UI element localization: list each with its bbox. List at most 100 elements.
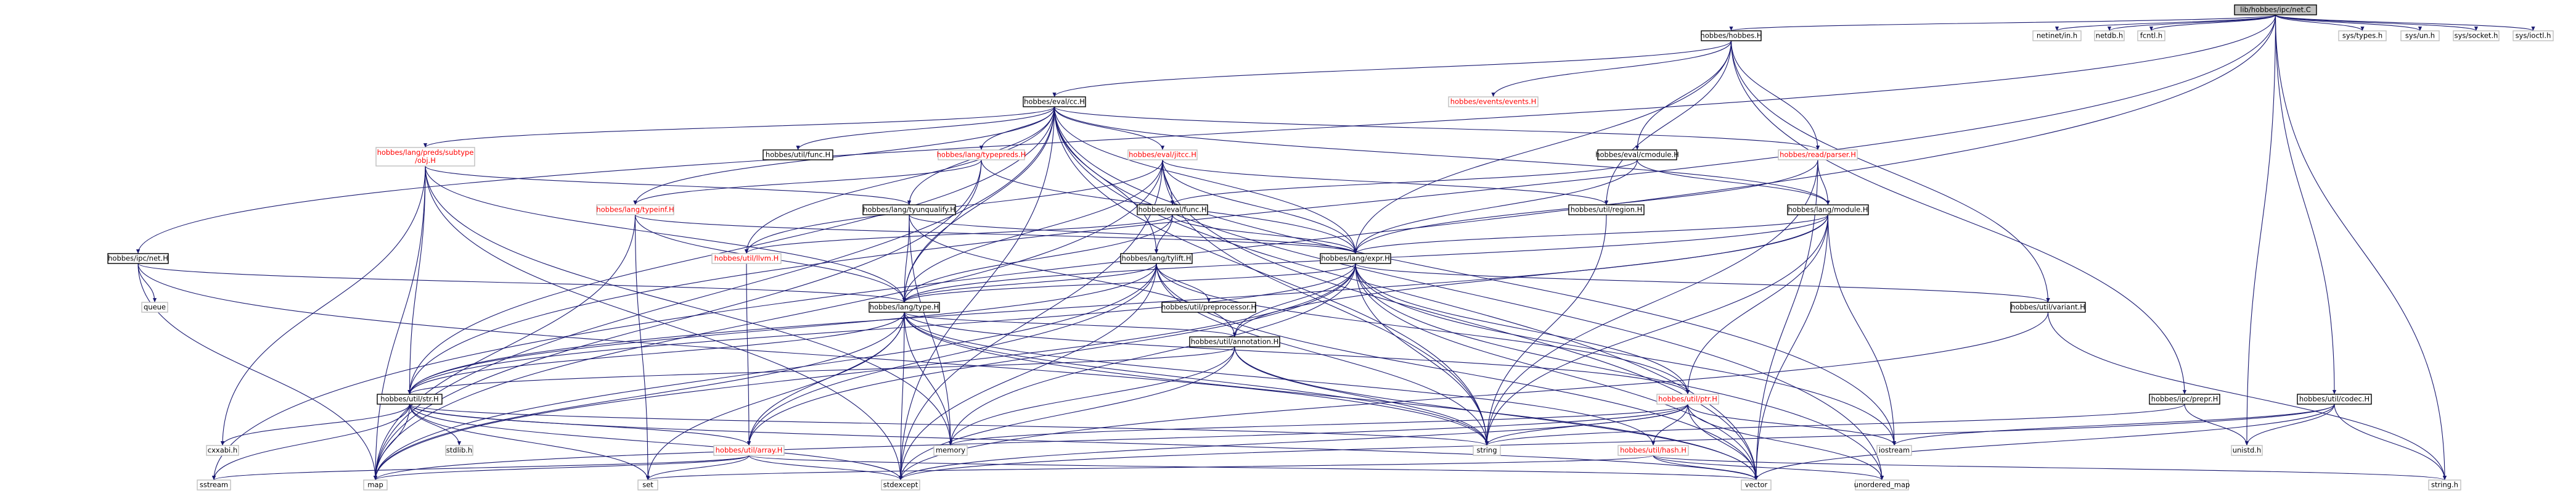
node-hobbes-lang-type-h[interactable]: hobbes/lang/type.H — [869, 302, 940, 313]
node-hobbes-eval-cc-h[interactable]: hobbes/eval/cc.H — [1023, 96, 1086, 107]
node-box — [197, 479, 231, 491]
edge-root-to-sys_ioctl — [2275, 14, 2535, 31]
node-hobbes-ipc-prepr-h[interactable]: hobbes/ipc/prepr.H — [2149, 394, 2220, 405]
edge-cc_H-to-map — [373, 106, 1055, 481]
edge-root-to-string_h — [2275, 14, 2447, 481]
node-hobbes-util-variant-h[interactable]: hobbes/util/variant.H — [2010, 302, 2086, 313]
node-hobbes-ipc-net-h[interactable]: hobbes/ipc/net.H — [107, 253, 169, 264]
node-hobbes-util-codec-h[interactable]: hobbes/util/codec.H — [2297, 394, 2372, 405]
edge-lang_type-to-string — [904, 312, 1489, 446]
edge-util_str-to-stdexcept — [409, 404, 902, 481]
node-box — [763, 149, 833, 160]
edge-tyunqualify-to-memory — [909, 214, 953, 446]
node-label: unistd.h — [2233, 446, 2262, 455]
node-label: hobbes/util/variant.H — [2011, 303, 2085, 312]
edge-typeinf-to-lang_expr — [634, 214, 1357, 254]
node-sys-un-h: sys/un.h — [2400, 30, 2440, 41]
edge-cc_H-to-util_llvm — [744, 106, 1055, 254]
edge-ipc_net-to-lang_type — [137, 263, 906, 303]
node-hobbes-lang-tylift-h[interactable]: hobbes/lang/tylift.H — [1120, 253, 1193, 264]
node-hobbes-util-hash-h[interactable]: hobbes/util/hash.H — [1617, 445, 1689, 456]
edge-lang_type-to-util_str — [407, 312, 905, 395]
edge-lang_type-to-util_ptr — [904, 312, 1690, 395]
node-lib-hobbes-ipc-net-c[interactable]: lib/hobbes/ipc/net.C — [2234, 4, 2317, 15]
edge-cc_H-to-util_func — [796, 106, 1055, 151]
node-label: hobbes/ipc/net.H — [108, 254, 168, 263]
edge-cc_H-to-lang_preds_subtype — [423, 106, 1055, 148]
node-label: hobbes/util/array.H — [716, 446, 783, 455]
edge-lang_preds_subtype-to-stdexcept — [425, 165, 903, 481]
edge-ipc_net-to-map — [137, 263, 378, 481]
node-hobbes-util-region-h[interactable]: hobbes/util/region.H — [1568, 204, 1645, 215]
node-hobbes-util-array-h[interactable]: hobbes/util/array.H — [713, 445, 785, 456]
node-box — [375, 147, 475, 167]
edge-tylift-to-lang_type — [902, 263, 1157, 303]
node-label: hobbes/lang/typeinf.H — [596, 205, 674, 214]
node-memory: memory — [933, 445, 968, 456]
node-box — [1120, 253, 1193, 264]
node-hobbes-util-ptr-h[interactable]: hobbes/util/ptr.H — [1656, 394, 1719, 405]
node-box — [2400, 30, 2440, 41]
node-box — [881, 479, 920, 491]
edge-cc_H-to-typeinf — [633, 106, 1055, 205]
node-label: fcntl.h — [2140, 31, 2162, 40]
node-box — [1023, 96, 1086, 107]
edge-lang_expr-to-util_str — [407, 263, 1356, 395]
edge-lang_module-to-util_annotation — [1232, 214, 1829, 338]
edge-util_annotation-to-util_str — [407, 346, 1235, 395]
node-hobbes-eval-func-h[interactable]: hobbes/eval/func.H — [1137, 204, 1208, 215]
node-hobbes-util-llvm-h[interactable]: hobbes/util/llvm.H — [711, 253, 782, 264]
edge-util_variant-to-stdexcept — [899, 312, 2049, 481]
edge-hobbes_H-to-cmodule — [1635, 40, 1732, 151]
edge-hobbes_H-to-ipc_prepr — [1730, 40, 2187, 395]
node-hobbes-util-str-h[interactable]: hobbes/util/str.H — [377, 394, 443, 405]
edge-lang_module-to-vector — [1754, 214, 1829, 481]
edge-cc_H-to-jitcc — [1053, 106, 1165, 151]
edge-cc_H-to-read_parser — [1053, 106, 1820, 151]
node-sys-ioctl-h: sys/ioctl.h — [2513, 30, 2554, 41]
node-hobbes-lang-tyunqualify-h[interactable]: hobbes/lang/tyunqualify.H — [862, 204, 956, 215]
edge-hobbes_H-to-read_parser — [1730, 40, 1820, 151]
edge-cmodule-to-eval_func — [1171, 159, 1638, 205]
node-label: unordered_map — [1854, 481, 1910, 489]
node-hobbes-util-annotation-h[interactable]: hobbes/util/annotation.H — [1189, 336, 1280, 347]
node-hobbes-read-parser-h[interactable]: hobbes/read/parser.H — [1778, 149, 1858, 160]
edge-root-to-util_codec — [2275, 14, 2337, 395]
node-box — [1137, 204, 1208, 215]
node-hobbes-events-events-h[interactable]: hobbes/events/events.H — [1448, 96, 1539, 107]
node-hobbes-lang-typeinf-h[interactable]: hobbes/lang/typeinf.H — [596, 204, 674, 215]
node-hobbes-eval-cmodule-h[interactable]: hobbes/eval/cmodule.H — [1595, 149, 1679, 160]
edge-util_ptr-to-map — [374, 404, 1688, 481]
node-hobbes-lang-expr-h[interactable]: hobbes/lang/expr.H — [1320, 253, 1391, 264]
edge-lang_type-to-map — [373, 312, 905, 481]
node-hobbes-hobbes-h[interactable]: hobbes/hobbes.H — [1700, 30, 1762, 41]
node-box — [1656, 394, 1719, 405]
node-box — [2231, 445, 2263, 456]
edge-util_ptr-to-vector — [1687, 404, 1759, 481]
edge-cmodule-to-lang_expr — [1353, 159, 1638, 254]
node-label: iostream — [1879, 446, 1910, 455]
node-queue: queue — [141, 302, 168, 313]
edge-util_hash-to-vector — [1653, 455, 1759, 481]
node-box — [2010, 302, 2086, 313]
node-label: hobbes/lang/module.H — [1788, 205, 1868, 214]
node-hobbes-lang-module-h[interactable]: hobbes/lang/module.H — [1787, 204, 1869, 215]
node-hobbes-util-func-h[interactable]: hobbes/util/func.H — [763, 149, 833, 160]
node-hobbes-lang-typepreds-h[interactable]: hobbes/lang/typepreds.H — [937, 149, 1026, 160]
node-label: sys/un.h — [2405, 31, 2435, 40]
node-label: hobbes/eval/cmodule.H — [1595, 151, 1679, 159]
node-netinet-in-h: netinet/in.h — [2032, 30, 2082, 41]
edge-util_str-to-vector — [409, 404, 1758, 481]
edge-cmodule-to-lang_module — [1637, 159, 1830, 205]
node-hobbes-util-preprocessor-h[interactable]: hobbes/util/preprocessor.H — [1161, 302, 1256, 313]
node-box — [1597, 149, 1677, 160]
node-label: lib/hobbes/ipc/net.C — [2240, 6, 2311, 14]
edge-util_codec-to-iostream — [1892, 404, 2335, 446]
edge-ipc_prepr-to-unistd — [2184, 404, 2249, 446]
edge-util_ptr-to-iostream — [1687, 404, 1897, 446]
node-hobbes-lang-preds-subtype-obj-h[interactable]: hobbes/lang/preds/subtype/obj.H — [375, 147, 475, 167]
node-hobbes-eval-jitcc-h[interactable]: hobbes/eval/jitcc.H — [1127, 149, 1198, 160]
edge-typeinf-to-map — [373, 214, 636, 481]
edge-root-to-netdb — [2108, 14, 2276, 31]
